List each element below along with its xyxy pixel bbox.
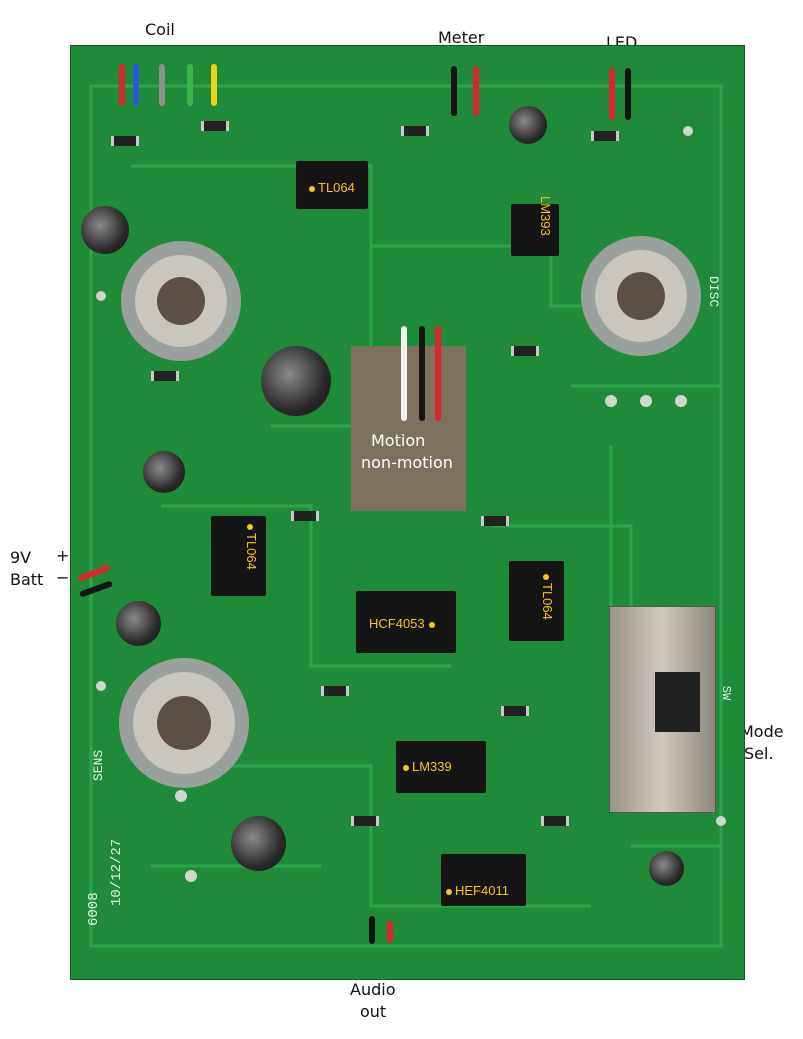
audio-out-label-line1: Audio <box>350 980 396 999</box>
meter-wire-red <box>473 66 479 116</box>
smd-resistor <box>351 816 379 826</box>
motion-wire-white <box>401 326 407 421</box>
mode-select-label-line1: Mode <box>740 722 784 741</box>
capacitor-c26 <box>649 851 684 886</box>
motion-label-line1: Motion <box>371 431 426 450</box>
motion-wire-red <box>435 326 441 421</box>
chip-tl064-right <box>509 561 564 641</box>
smd-resistor <box>481 516 509 526</box>
capacitor-c35 <box>231 816 286 871</box>
capacitor-c24 <box>509 106 547 144</box>
batt-voltage-label: 9V <box>10 548 32 567</box>
meter-label: Meter <box>438 28 485 47</box>
chip-lm339-label: LM339 <box>403 759 452 774</box>
smd-resistor <box>291 511 319 521</box>
mode-select-knob[interactable] <box>655 672 700 732</box>
chip-hef4011 <box>441 854 526 906</box>
chip-tl064-left-label: TL064 <box>244 524 259 570</box>
mode-select-label-line2: Sel. <box>744 744 774 763</box>
audio-out-label-line2: out <box>360 1002 387 1021</box>
coil-wire-red <box>119 64 125 106</box>
smd-resistor <box>111 136 139 146</box>
capacitor-c30 <box>116 601 161 646</box>
chip-hcf4053 <box>356 591 456 653</box>
coil-wire-gray <box>159 64 165 106</box>
meter-wire-black <box>451 66 457 116</box>
board-date-silk: 10/12/27 <box>109 838 125 906</box>
chip-hcf4053-label: HCF4053 <box>369 616 438 631</box>
smd-resistor <box>511 346 539 356</box>
batt-word-label: Batt <box>10 570 44 589</box>
mode-select-switch[interactable] <box>609 606 716 813</box>
chip-tl064-left <box>211 516 266 596</box>
chip-lm393-label: LM393 <box>538 196 553 236</box>
smd-resistor <box>501 706 529 716</box>
smd-resistor <box>321 686 349 696</box>
batt-minus-label: − <box>56 568 70 587</box>
rv3-hole <box>121 241 241 361</box>
chip-hef4011-label: HEF4011 <box>446 883 509 898</box>
sens-hole <box>119 658 249 788</box>
chip-tl064-right-label: TL064 <box>540 574 555 620</box>
chip-lm339 <box>396 741 486 793</box>
coil-label: Coil <box>145 20 175 39</box>
smd-resistor <box>591 131 619 141</box>
motion-wire-black <box>419 326 425 421</box>
capacitor-left-mid <box>143 451 185 493</box>
disc-silk: DISC <box>706 276 721 308</box>
disc-hole <box>581 236 701 356</box>
batt-plus-label: + <box>56 546 70 565</box>
board-id-silk: 6008 <box>86 892 102 926</box>
pcb-traces <box>89 84 726 948</box>
coil-wire-green <box>187 64 193 106</box>
chip-tl064-top <box>296 161 368 209</box>
smd-resistor <box>201 121 229 131</box>
capacitor-large <box>261 346 331 416</box>
smd-resistor <box>151 371 179 381</box>
audio-wire-red <box>387 921 393 943</box>
coil-wire-blue <box>133 64 139 106</box>
circuit-board: Motion non-motion TL064 LM393 TL064 HCF4… <box>70 45 745 980</box>
switch-silk-label: SW <box>719 685 734 701</box>
chip-tl064-top-label: TL064 <box>309 180 355 195</box>
motion-label-line2: non-motion <box>361 453 453 472</box>
smd-resistor <box>401 126 429 136</box>
chip-lm393 <box>511 204 559 256</box>
sens-silk: SENS <box>91 749 106 781</box>
coil-wire-yellow <box>211 64 217 106</box>
capacitor-c33 <box>81 206 129 254</box>
motion-switch-window <box>351 346 466 511</box>
smd-resistor <box>541 816 569 826</box>
led-wire-black <box>625 68 631 120</box>
audio-wire-black <box>369 916 375 944</box>
led-wire-red <box>609 68 615 120</box>
